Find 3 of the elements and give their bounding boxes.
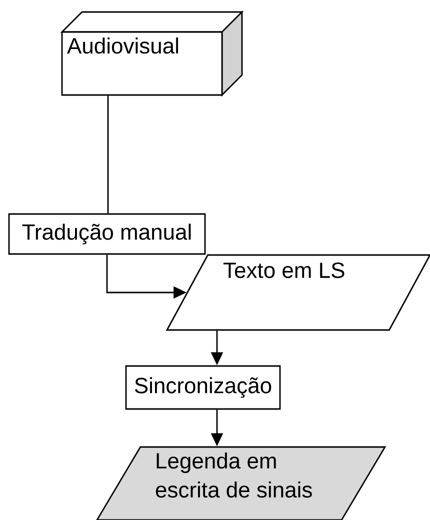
connector-line (107, 96, 109, 214)
process-box: Tradução manual (8, 213, 206, 255)
process-box: Sincronização (125, 365, 281, 410)
